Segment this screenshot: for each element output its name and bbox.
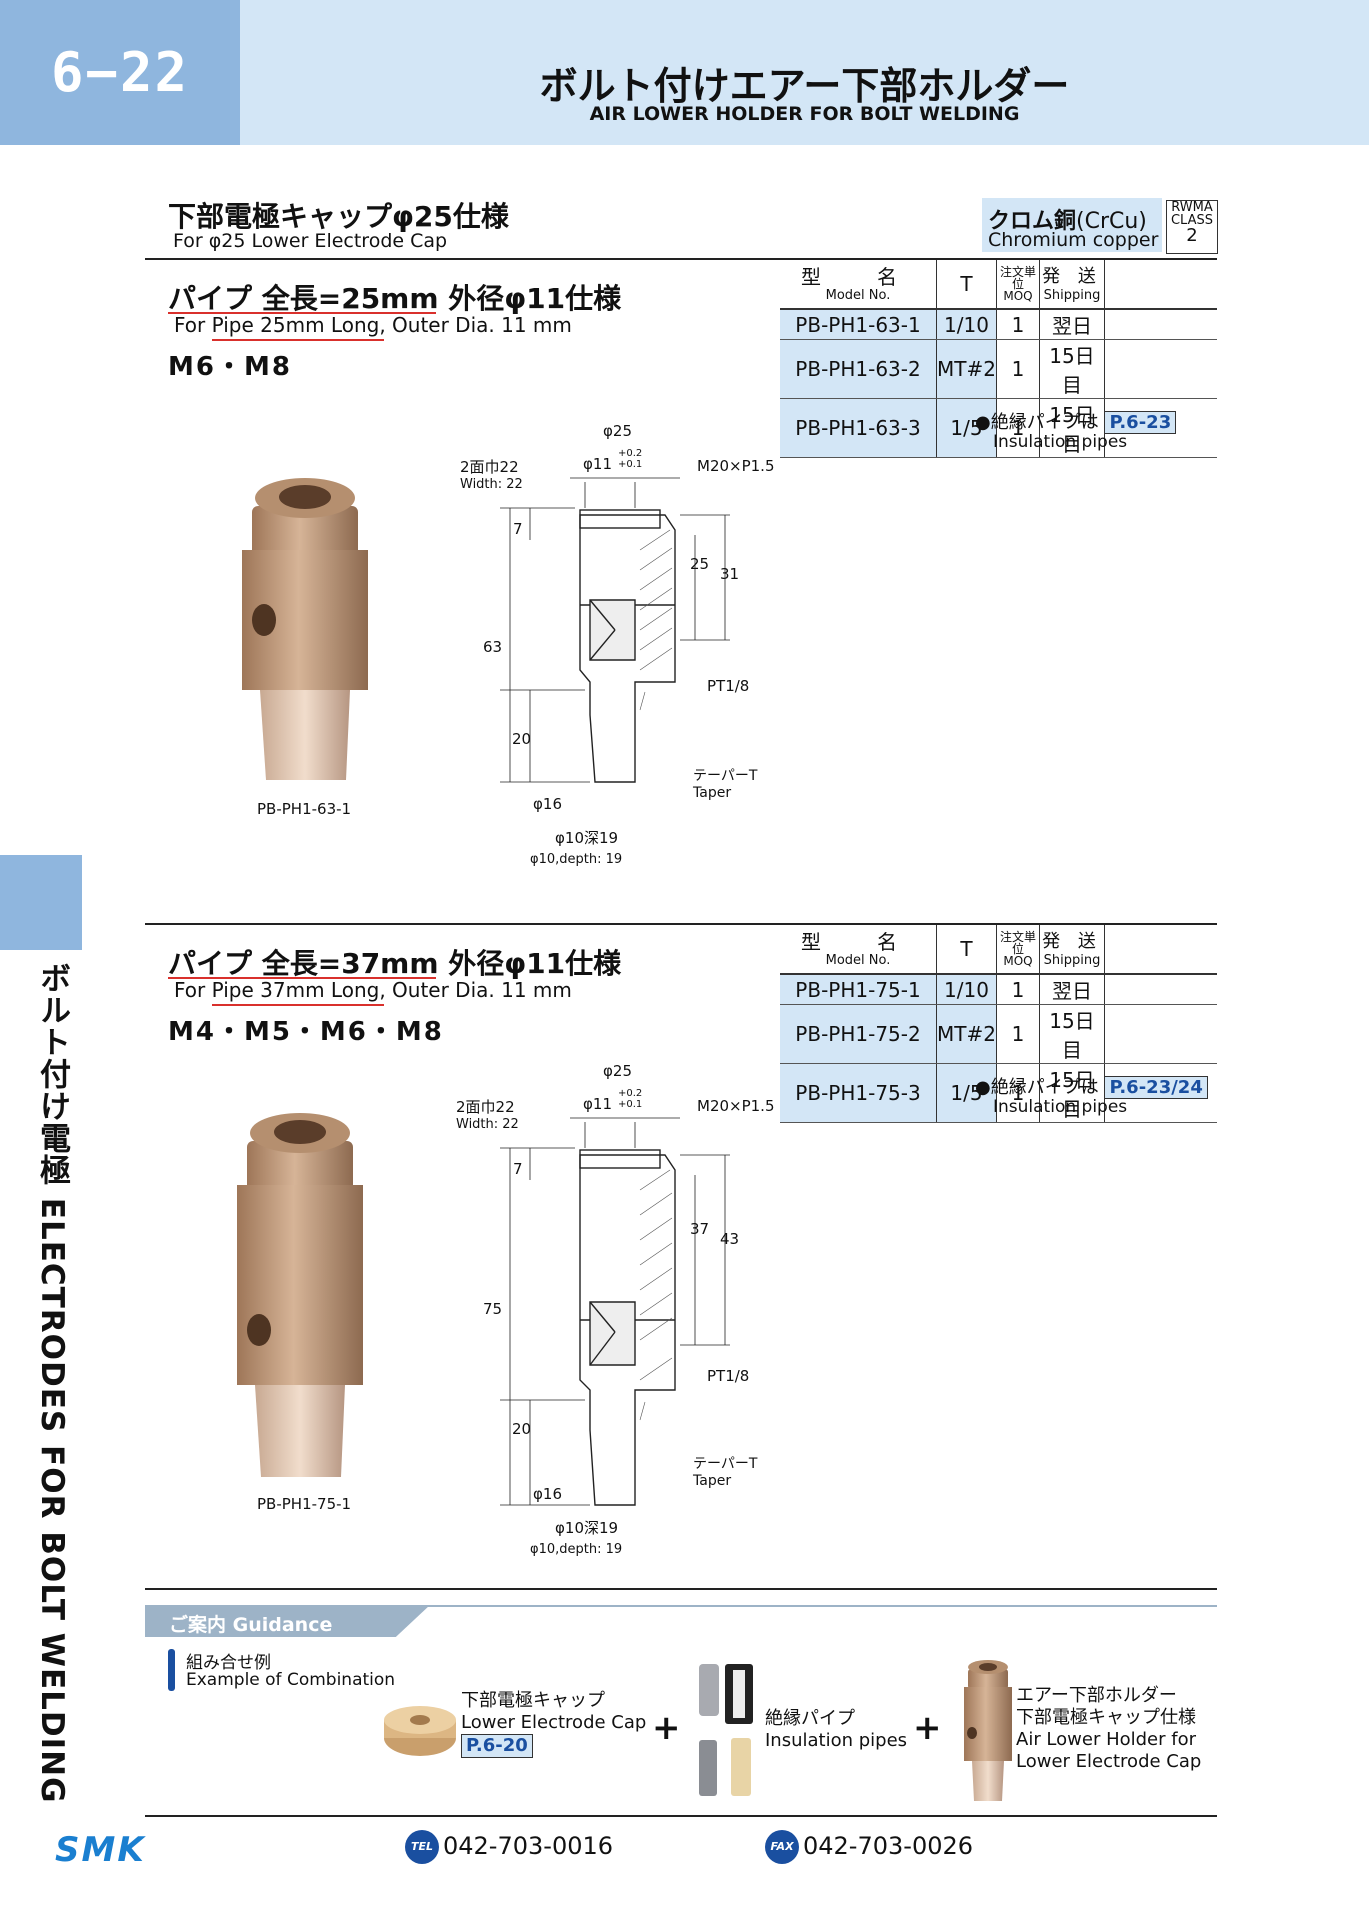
subtitle-underline [212, 1004, 384, 1006]
insulation-note: ●絶縁パイプは P.6-23 [975, 408, 1177, 434]
dim-h7: 7 [513, 1160, 523, 1178]
dim-taper-en: Taper [693, 1473, 732, 1489]
dim-h20: 20 [512, 1420, 532, 1438]
product-threads: M6・M8 [168, 352, 292, 382]
dim-outer-dia: φ25 [603, 1062, 632, 1080]
side-tab [0, 855, 82, 950]
dim-tolerance: +0.2+0.1 [618, 1088, 643, 1110]
dim-h25: 25 [690, 555, 710, 573]
page-title: ボルト付けエアー下部ホルダー [539, 64, 1070, 108]
product-photo [242, 478, 368, 780]
insulation-note-en: Insulation pipes [993, 432, 1128, 452]
dim-h31: 43 [720, 1230, 740, 1248]
dim-bore-en: φ10,depth: 19 [530, 1542, 623, 1557]
dim-thread: M20×P1.5 [697, 457, 775, 475]
fax-icon: FAX [765, 1830, 799, 1864]
material-box [982, 198, 1162, 252]
dim-h63: 75 [483, 1300, 503, 1318]
dim-d16: φ16 [533, 795, 562, 813]
side-label: ボルト付け電極 ELECTRODES FOR BOLT WELDING [34, 962, 70, 1804]
dimension-drawing [500, 1117, 730, 1506]
company-logo: SMK [55, 1830, 146, 1870]
title-underline [168, 977, 436, 979]
dim-tolerance: +0.2+0.1 [618, 448, 643, 470]
dim-inner-dia: φ11 [583, 455, 612, 473]
material-name: クロム銅(CrCu) [988, 209, 1147, 234]
combo-title: 組み合せ例 [186, 1653, 271, 1673]
insulation-note: ●絶縁パイプは P.6-23/24 [975, 1073, 1208, 1099]
title-underline [168, 312, 436, 314]
combo-title-en: Example of Combination [186, 1670, 396, 1690]
holder-photo [964, 1660, 1012, 1801]
guidance-bar [145, 1605, 1217, 1607]
insulation-note-en: Insulation pipes [993, 1097, 1128, 1117]
dim-outer-dia: φ25 [603, 422, 632, 440]
dim-pt: PT1/8 [707, 1367, 750, 1385]
material-en: Chromium copper [988, 229, 1159, 251]
combo-item-pipe: 絶縁パイプ Insulation pipes [765, 1708, 908, 1751]
dim-h31: 31 [720, 565, 740, 583]
combo-marker [168, 1649, 175, 1691]
page-ref-link[interactable]: P.6-23/24 [1104, 1076, 1208, 1099]
photo-caption: PB-PH1-75-1 [257, 1495, 352, 1513]
divider [145, 923, 1217, 925]
dim-width: 2面巾22 [460, 458, 519, 476]
dim-taper: テーパーT [693, 1456, 758, 1472]
section-title: 下部電極キャップφ25仕様 [168, 200, 509, 233]
product-photo [237, 1113, 363, 1477]
dim-h7: 7 [513, 520, 523, 538]
dim-bore-en: φ10,depth: 19 [530, 852, 623, 867]
page-subtitle: AIR LOWER HOLDER FOR BOLT WELDING [589, 103, 1020, 125]
divider [145, 1588, 1217, 1590]
section-subtitle: For φ25 Lower Electrode Cap [173, 230, 448, 252]
dim-taper-en: Taper [693, 785, 732, 801]
combo-item-cap: 下部電極キャップ Lower Electrode Cap P.6-20 [461, 1690, 647, 1758]
guidance-tab: ご案内 Guidance [145, 1605, 430, 1637]
product-title: パイプ 全長=37mm 外径φ11仕様 [168, 947, 622, 980]
dim-inner-dia: φ11 [583, 1095, 612, 1113]
product-threads: M4・M5・M6・M8 [168, 1017, 444, 1047]
dimension-drawing [500, 477, 730, 783]
photo-caption: PB-PH1-63-1 [257, 800, 352, 818]
phone-icon: TEL [405, 1830, 439, 1864]
dim-h63: 63 [483, 638, 503, 656]
dim-width: 2面巾22 [456, 1098, 515, 1116]
insulation-pipe-photo [699, 1664, 753, 1796]
cap-photo [384, 1706, 456, 1756]
combo-item-holder: エアー下部ホルダー 下部電極キャップ仕様 Air Lower Holder fo… [1016, 1685, 1202, 1772]
dim-width-en: Width: 22 [456, 1117, 519, 1132]
product-subtitle: For Pipe 25mm Long, Outer Dia. 11 mm [174, 313, 572, 337]
dim-bore: φ10深19 [555, 1519, 619, 1537]
subtitle-underline [212, 339, 384, 341]
footer-line [145, 1815, 1217, 1817]
dim-bore: φ10深19 [555, 829, 619, 847]
dim-thread: M20×P1.5 [697, 1097, 775, 1115]
dim-width-en: Width: 22 [460, 477, 523, 492]
dim-taper: テーパーT [693, 768, 758, 784]
dim-pt: PT1/8 [707, 677, 750, 695]
dim-d16: φ16 [533, 1485, 562, 1503]
product-title: パイプ 全長=25mm 外径φ11仕様 [168, 282, 622, 315]
page-ref-link[interactable]: P.6-20 [461, 1734, 533, 1758]
plus-sign: + [913, 1708, 942, 1748]
dim-h20: 20 [512, 730, 532, 748]
page-ref-link[interactable]: P.6-23 [1104, 411, 1177, 434]
plus-sign: + [652, 1708, 681, 1748]
divider [145, 258, 1217, 260]
page-number: 6−22 [0, 0, 240, 145]
dim-h25: 37 [690, 1220, 710, 1238]
product-subtitle: For Pipe 37mm Long, Outer Dia. 11 mm [174, 978, 572, 1002]
